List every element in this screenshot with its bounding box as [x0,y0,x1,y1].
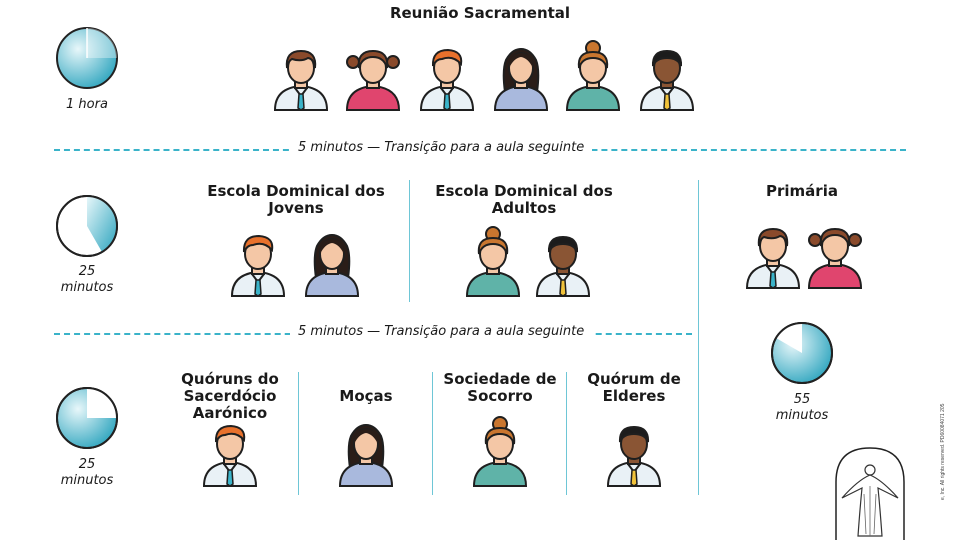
young-woman-avatar-icon [303,230,361,298]
clock-25-minutes-icon [54,385,120,451]
elders-quorum-title: Quórum de Elderes [587,370,681,405]
duration-55-unit: minutos [775,408,829,423]
youth-sunday-school-title: Escola Dominical dos Jovens [207,182,385,217]
man-dark-skin-avatar-icon [638,44,696,112]
christus-logo-icon [834,446,906,545]
young-man-avatar-icon [229,230,287,298]
copyright-text: e, Inc. All rights reserved. PD60084071 … [940,403,946,500]
adult-sunday-school-title: Escola Dominical dos Adultos [435,182,613,217]
boy-avatar-icon [744,222,802,290]
clock-55-minutes-icon [769,320,835,386]
aaronic-priesthood-quorums-title: Quóruns do Sacerdócio Aarónico [181,370,279,422]
transition-label-1: 5 minutos — Transição para a aula seguin… [290,140,593,155]
clock-1-hour-icon [54,25,120,91]
woman-bun-avatar-icon [471,416,529,488]
young-woman-avatar-icon [492,44,550,112]
young-man-avatar-icon [418,44,476,112]
clock-25-minutes-icon [54,193,120,259]
duration-25-number: 25 [78,457,96,472]
duration-25-unit: minutos [60,473,114,488]
column-divider [566,372,567,495]
relief-society-title: Sociedade de Socorro [443,370,557,405]
girl-avatar-icon [806,222,864,290]
column-divider [409,180,410,302]
young-man-avatar-icon [201,420,259,488]
duration-25-unit: minutos [60,280,114,295]
duration-25-number: 25 [78,264,96,279]
boy-avatar-icon [272,44,330,112]
young-woman-avatar-icon [337,420,395,488]
young-women-title: Moças [339,387,393,405]
primary-column-divider [698,180,699,495]
woman-bun-avatar-icon [564,40,622,112]
girl-avatar-icon [344,44,402,112]
duration-1-hour: 1 hora [66,97,108,112]
man-dark-skin-avatar-icon [605,420,663,488]
primary-title: Primária [766,182,838,200]
duration-55-number: 55 [793,392,811,407]
sacrament-title: Reunião Sacramental [389,4,571,22]
column-divider [432,372,433,495]
transition-label-2: 5 minutos — Transição para a aula seguin… [290,324,593,339]
column-divider [298,372,299,495]
man-dark-skin-avatar-icon [534,230,592,298]
woman-bun-avatar-icon [464,226,522,298]
